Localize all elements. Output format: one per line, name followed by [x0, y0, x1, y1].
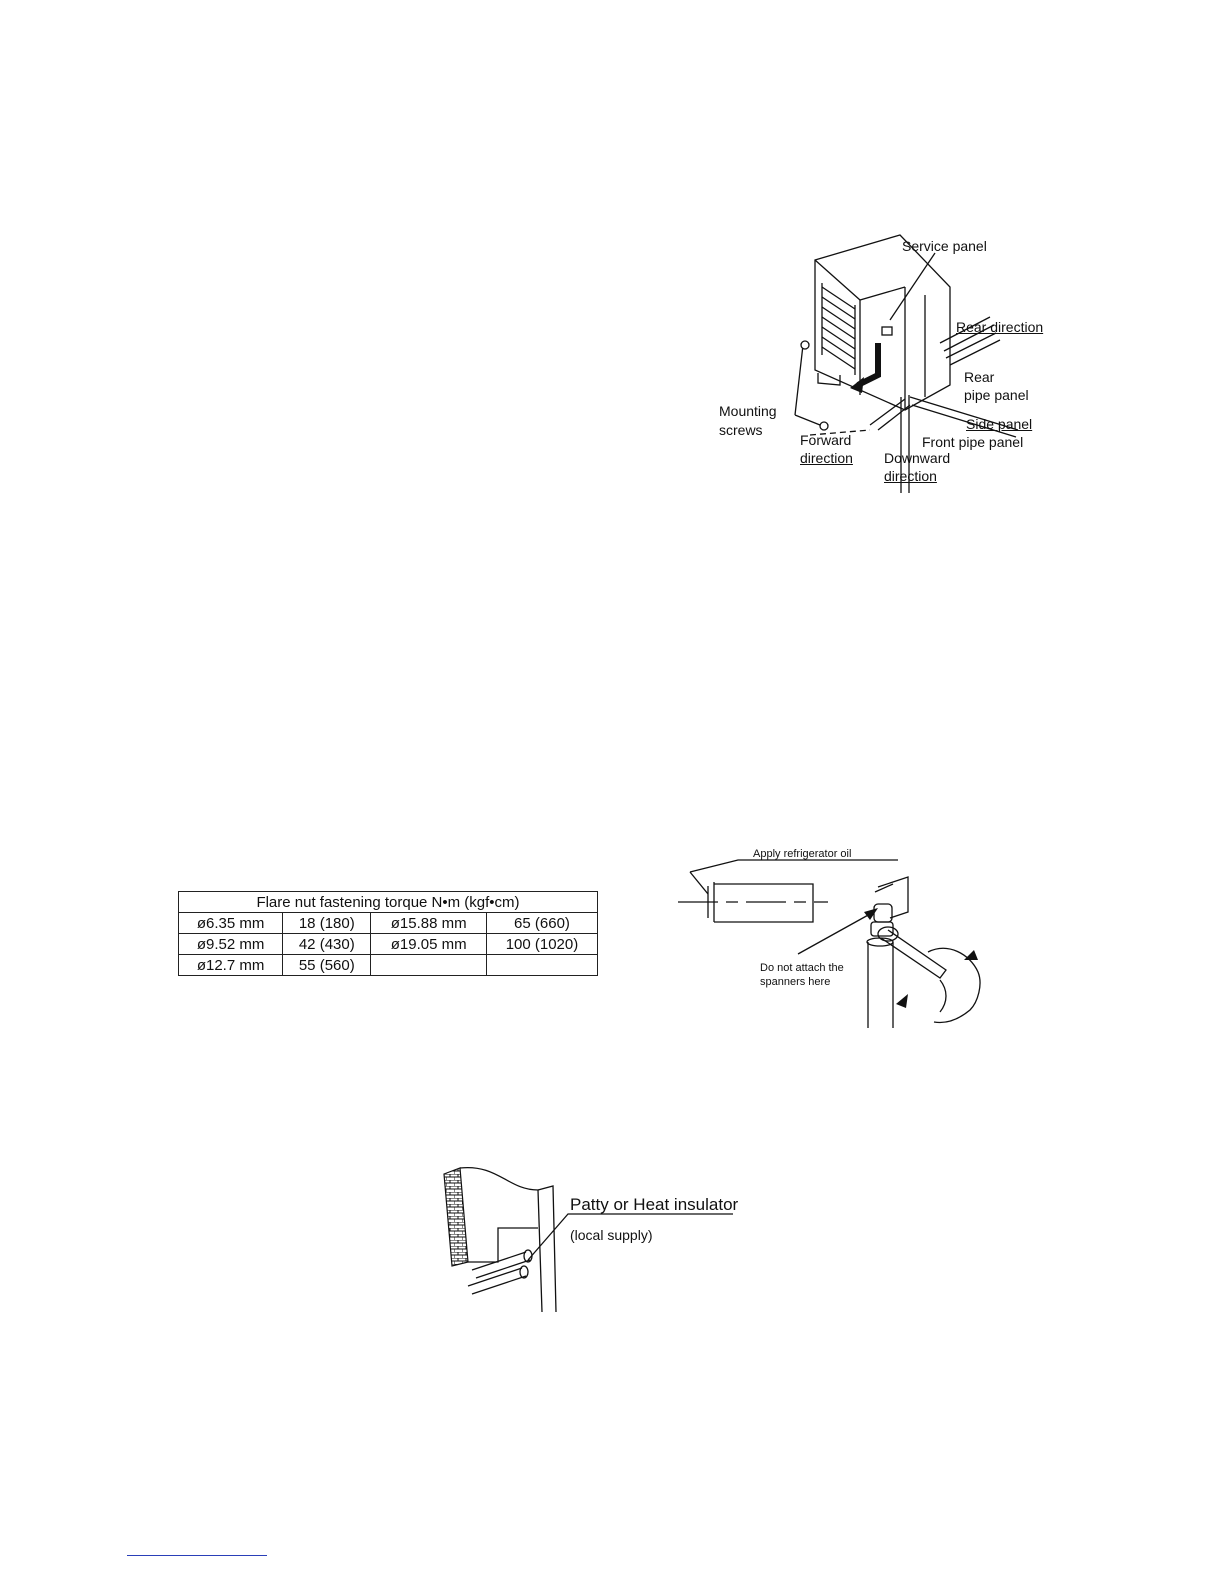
flare-nut-drawing: [678, 859, 981, 1028]
table-cell: ø19.05 mm: [370, 933, 487, 955]
table-row: ø12.7 mm 55 (560): [177, 954, 599, 976]
table-cell: 65 (660): [485, 912, 599, 934]
table-cell: ø9.52 mm: [177, 933, 284, 955]
label-rear-pipe-panel-2: pipe panel: [964, 387, 1029, 403]
label-rear-direction: Rear direction: [956, 319, 1044, 335]
table-title: Flare nut fastening torque N•m (kgf•cm): [178, 891, 598, 913]
label-forward-direction-1: Forward: [800, 432, 852, 448]
label-downward-direction-2: direction: [884, 468, 937, 484]
heat-insulator-drawing: [443, 1166, 733, 1313]
label-mounting-screws-1: Mounting: [719, 403, 777, 419]
label-forward-direction-2: direction: [800, 450, 853, 466]
label-downward-direction-1: Downward: [884, 450, 951, 466]
label-rear-pipe-panel-1: Rear: [964, 369, 995, 385]
label-side-panel: Side panel: [966, 416, 1033, 432]
table-cell: [485, 954, 599, 976]
label-front-pipe-panel: Front pipe panel: [922, 434, 1024, 450]
label-no-spanner-2: spanners here: [760, 976, 831, 988]
table-header-row: Flare nut fastening torque N•m (kgf•cm): [178, 891, 598, 913]
outdoor-unit-figure: Service panel Rear direction Rear pipe p…: [700, 225, 1060, 495]
table-cell: 18 (180): [282, 912, 372, 934]
table-cell: 55 (560): [282, 954, 372, 976]
outdoor-unit-drawing: [794, 234, 1019, 493]
table-row: ø9.52 mm 42 (430) ø19.05 mm 100 (1020): [177, 933, 599, 955]
mounting-screw-icon: [800, 340, 810, 350]
mounting-screw-icon: [819, 421, 829, 431]
heat-insulator-figure: Patty or Heat insulator (local supply): [438, 1162, 738, 1322]
label-no-spanner-1: Do not attach the: [760, 962, 844, 974]
table-cell: 42 (430): [282, 933, 372, 955]
flare-nut-torque-table: Flare nut fastening torque N•m (kgf•cm) …: [177, 891, 599, 976]
label-service-panel: Service panel: [902, 238, 987, 254]
table-cell: ø15.88 mm: [370, 912, 487, 934]
table-cell: [370, 954, 487, 976]
label-patty-heat-insulator: Patty or Heat insulator: [570, 1195, 739, 1214]
label-mounting-screws-2: screws: [719, 422, 763, 438]
label-apply-oil: Apply refrigerator oil: [753, 848, 852, 860]
label-local-supply: (local supply): [570, 1227, 653, 1243]
flare-nut-figure: Apply refrigerator oil Do not attach the…: [678, 842, 1028, 1032]
table-cell: 100 (1020): [485, 933, 599, 955]
footer-link-underline[interactable]: [127, 1555, 267, 1556]
table-row: ø6.35 mm 18 (180) ø15.88 mm 65 (660): [177, 912, 599, 934]
table-cell: ø6.35 mm: [177, 912, 284, 934]
table-cell: ø12.7 mm: [177, 954, 284, 976]
